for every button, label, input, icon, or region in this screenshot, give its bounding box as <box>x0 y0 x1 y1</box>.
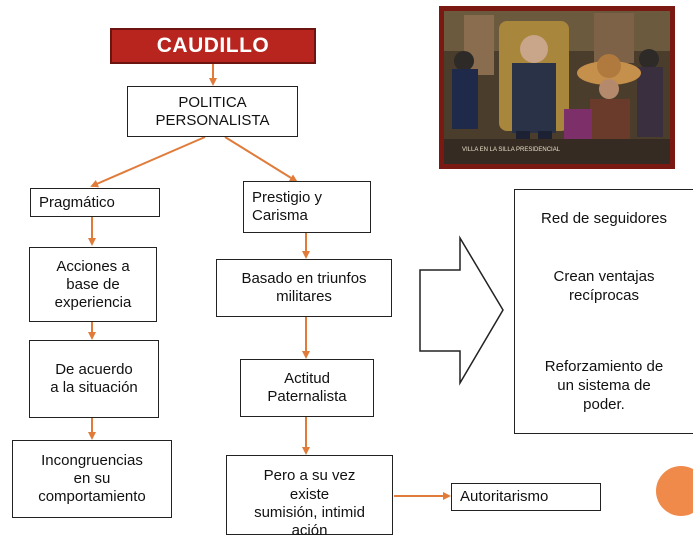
panel-red-seguidores: Red de seguidores <box>541 210 667 227</box>
arrow-root-to-pragmatico <box>90 136 206 188</box>
node-triunfos-militares: Basado en triunfos militares <box>216 259 392 317</box>
root-node-politica-personalista: POLITICA PERSONALISTA <box>127 86 298 137</box>
node-incongruencias: Incongruencias en su comportamiento <box>12 440 172 518</box>
node-pragmatico: Pragmático <box>30 188 160 217</box>
node-actitud-paternalista: Actitud Paternalista <box>240 359 374 417</box>
big-outline-arrow <box>419 235 504 386</box>
panel-reforzamiento-poder: Reforzamiento de un sistema de poder. <box>544 358 664 413</box>
photo-caption: VILLA EN LA SILLA PRESIDENCIAL <box>462 147 561 153</box>
orange-circle-decoration <box>656 466 693 516</box>
historical-photo: VILLA EN LA SILLA PRESIDENCIAL <box>439 6 675 169</box>
node-sumision: Pero a su vez existe sumisión, intimid a… <box>226 455 393 539</box>
caudillo-title: CAUDILLO <box>110 28 316 64</box>
node-de-acuerdo-situacion: De acuerdo a la situación <box>29 340 159 418</box>
node-prestigio-carisma: Prestigio y Carisma <box>243 181 371 233</box>
right-panel: Red de seguidores Crean ventajas recípro… <box>514 189 693 434</box>
node-acciones-experiencia: Acciones a base de experiencia <box>29 247 157 322</box>
arrow-root-to-prestigio <box>224 136 298 183</box>
node-sumision-text: Pero a su vez existe sumisión, intimid a… <box>254 467 365 540</box>
panel-ventajas-reciprocas: Crean ventajas recíprocas <box>553 268 655 304</box>
photo-illustration <box>444 11 670 164</box>
node-autoritarismo: Autoritarismo <box>451 483 601 511</box>
